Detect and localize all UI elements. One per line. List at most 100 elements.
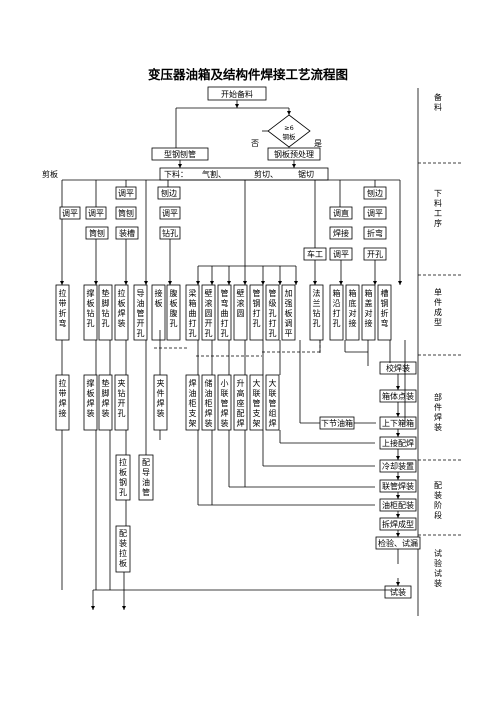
drill-box [115, 206, 137, 220]
start-label: 开始备料 [221, 89, 253, 99]
arrow-head [144, 281, 148, 285]
arrow-head [227, 281, 231, 285]
single-part-label: 导油管开孔 [137, 289, 145, 338]
stage-label-5: 试 [434, 548, 442, 558]
right-flow-label: 试装 [390, 587, 406, 597]
side-a-box [157, 186, 181, 200]
single-part-box [345, 284, 360, 341]
drill-a-label: 钻孔 [162, 228, 178, 238]
arrow-head [396, 433, 400, 437]
cutting-label-0: 下料： [164, 169, 188, 179]
arrow-head [396, 476, 400, 480]
arrow-head [398, 281, 402, 285]
flat-a-box [159, 206, 181, 220]
assembly-part-box [55, 374, 70, 431]
single-part-box [166, 284, 181, 341]
single-parts [55, 284, 392, 341]
stage-label-3: 部 [434, 392, 442, 402]
profile-label: 型钢刨管 [164, 149, 196, 159]
stage-label-5: 试 [434, 568, 442, 578]
stage-label-4: 配 [434, 481, 442, 490]
stage-label-0: 料 [434, 102, 442, 112]
arrow-head [313, 281, 317, 285]
weld-a-box [329, 226, 353, 240]
single-part-box [133, 284, 148, 341]
single-part-box [114, 284, 129, 341]
decision-label-b: 钢板 [283, 132, 297, 141]
assembly-part-box [153, 374, 168, 431]
assembly-part-label: 撑板焊装 [87, 378, 95, 418]
shear1-label: 筒刨 [89, 228, 105, 238]
arrow-head [60, 281, 64, 285]
single-part-label: 接板 [155, 288, 163, 308]
bend-label: 折弯 [367, 228, 383, 238]
single-part-box [217, 284, 232, 341]
pretreat-label: 钢板预处理 [274, 149, 314, 159]
single-part-label: 管弯曲打孔 [221, 288, 229, 338]
single-part-box [309, 284, 324, 341]
shear2-box [115, 226, 139, 240]
single-part-label: 梁箱曲打孔 [189, 289, 197, 338]
stage-label-2: 成 [434, 307, 442, 317]
arrow-head [243, 281, 247, 285]
arrow-head [178, 164, 182, 168]
single-part-box [98, 284, 113, 341]
flat2-label: 调平 [88, 209, 104, 218]
arrow-head [94, 281, 98, 285]
stage-label-1: 工 [434, 209, 442, 218]
arrow-head [396, 514, 400, 518]
single-part-label: 腹板腹孔 [170, 288, 178, 328]
single-part-label: 管钢打孔 [253, 288, 261, 328]
stage-label-3: 装 [434, 422, 442, 432]
stage-column [417, 88, 462, 616]
single-part-label: 管级孔打孔 [269, 288, 277, 338]
yes-label: 是 [314, 139, 322, 148]
single-part-label: 箱底对接 [349, 288, 357, 328]
cutting-label-3: 锯切 [298, 169, 314, 179]
shear1-box [85, 226, 109, 240]
arrow-head [396, 456, 400, 460]
single-part-box [249, 284, 264, 341]
flat-a-label: 调平 [162, 209, 178, 218]
assembly-part-box [83, 374, 98, 431]
assembly-part-label: 夹钻开孔 [118, 378, 126, 418]
right-flow-label: 检验、试漏 [378, 538, 418, 548]
arrow-head [373, 281, 377, 285]
arrow-head [261, 281, 265, 285]
right-flow-label: 油柜配装 [382, 500, 414, 510]
shear2-label: 装槽 [119, 228, 135, 238]
hole-drill-label: 筒刨 [118, 208, 134, 218]
stage-label-3: 焊 [434, 412, 442, 422]
arrow-head [122, 606, 126, 610]
assembly-part-label: 储油柜焊装 [205, 378, 213, 428]
assembly-part-box [265, 374, 280, 431]
assembly-part-label: 大联管组焊 [269, 378, 277, 428]
single-part-box [361, 284, 376, 341]
arrow-head [396, 495, 400, 499]
arrow-head [124, 281, 128, 285]
fit-box-2 [138, 454, 154, 501]
right-flow-label: 拆焊成型 [382, 519, 414, 529]
single-part-label: 拉板焊装 [118, 288, 126, 328]
right-flow-label: 联管焊装 [382, 481, 414, 491]
stage-label-1: 序 [434, 218, 442, 228]
single-part-label: 壁滚圆开孔 [205, 288, 213, 338]
arrow-head [278, 281, 282, 285]
arrow-head [396, 386, 400, 390]
arrow-head [168, 281, 172, 285]
arrow-head [210, 281, 214, 285]
arrow-head [287, 111, 291, 115]
bottom-tank-label: 下节油箱 [321, 418, 353, 428]
assembly-part-label: 小联管焊装 [221, 379, 229, 428]
arrow-head [294, 281, 298, 285]
flat-c-box [363, 206, 387, 220]
lathe-label: 车工 [307, 249, 323, 259]
stage-label-0: 备 [434, 92, 442, 102]
assembly-part-box [98, 374, 113, 431]
assembly-part-label: 焊油柜支架 [189, 378, 197, 428]
right-flow [375, 361, 421, 599]
single-part-box [185, 284, 200, 341]
single-part-box [83, 284, 98, 341]
stage-label-5: 验 [434, 558, 442, 568]
side-b-label: 刨边 [367, 188, 383, 198]
